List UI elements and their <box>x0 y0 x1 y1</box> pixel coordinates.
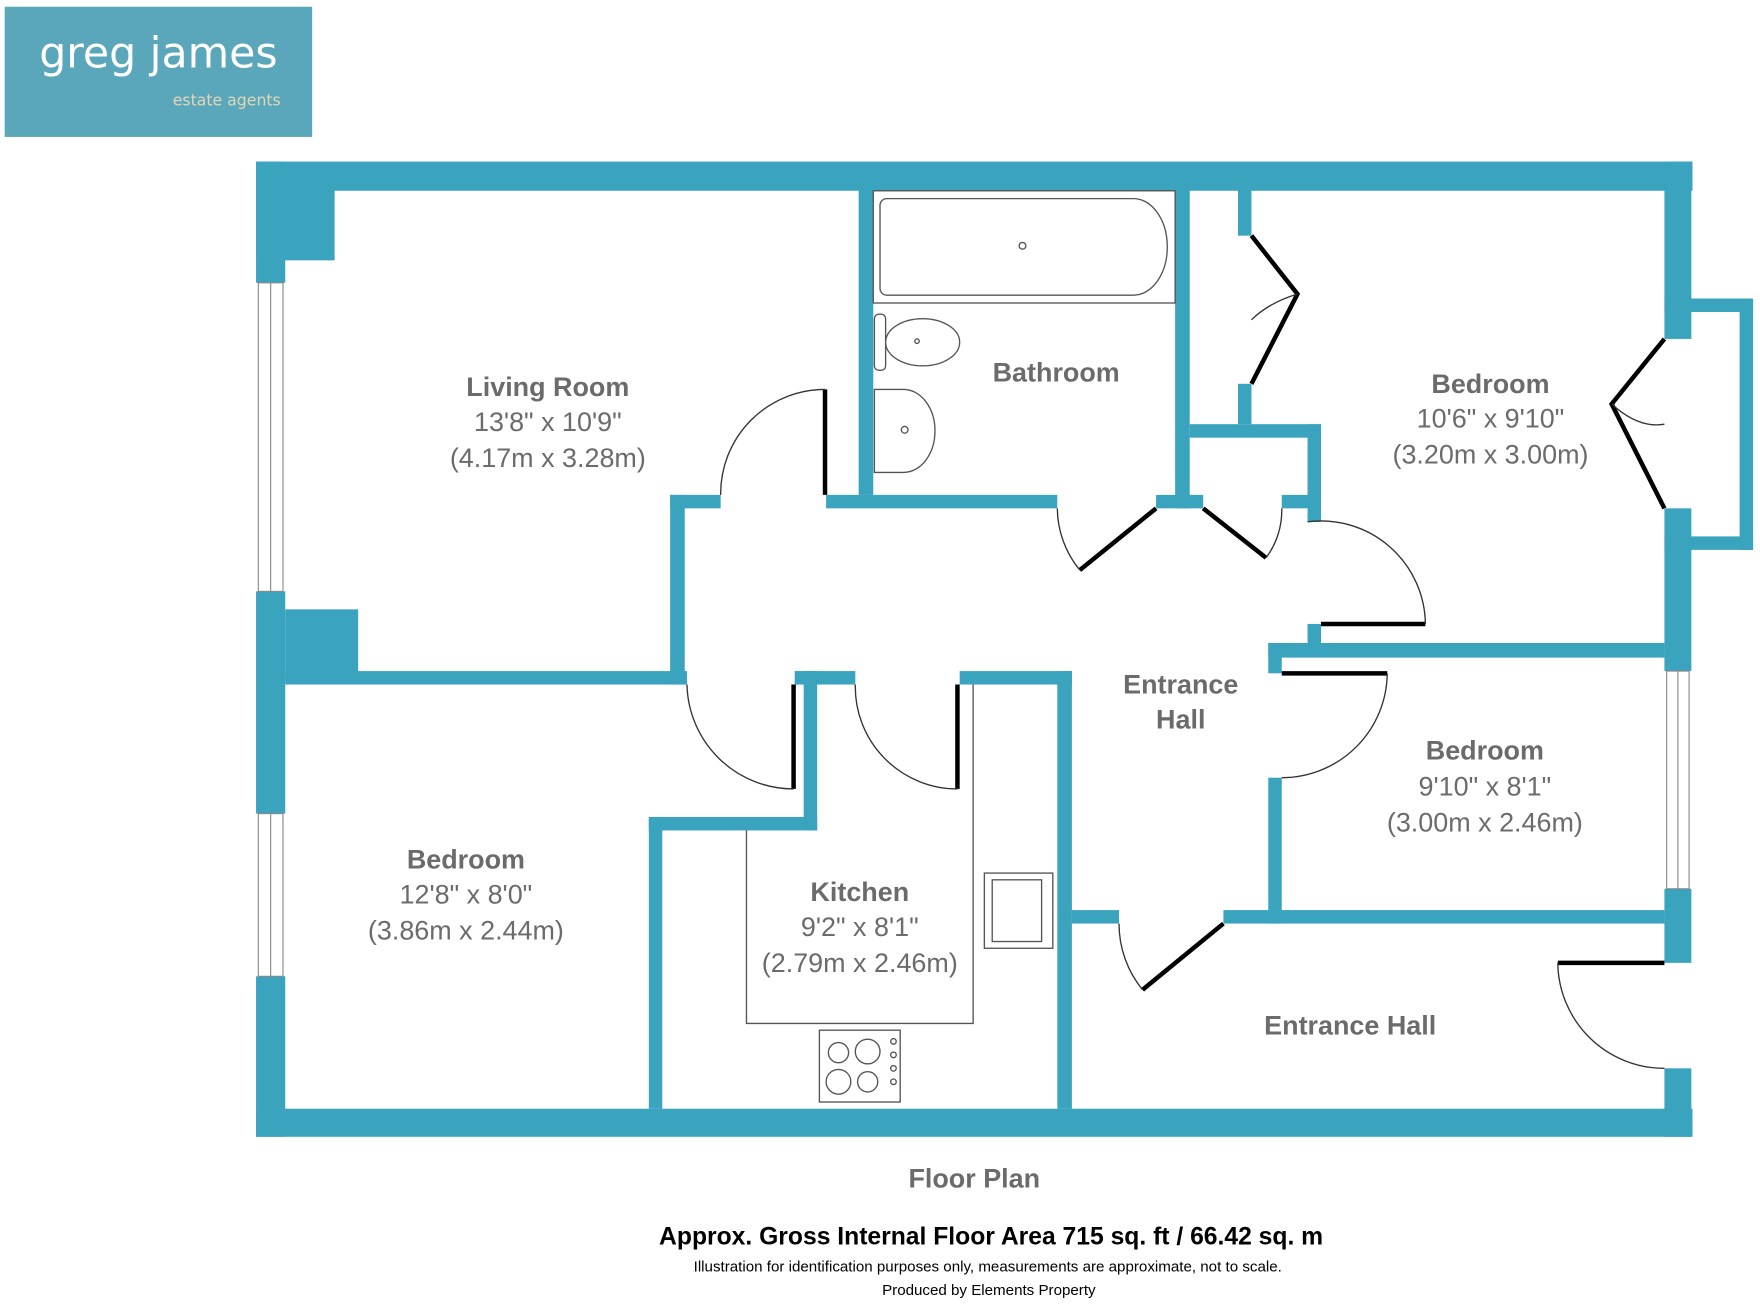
room-metric: (3.20m x 3.00m) <box>1392 439 1588 469</box>
room-imperial: 10'6" x 9'10" <box>1417 404 1565 434</box>
floor-plan-title: Floor Plan <box>908 1163 1040 1193</box>
room-imperial: 13'8" x 10'9" <box>474 407 622 437</box>
toilet <box>873 313 887 372</box>
room-name: Bedroom <box>407 845 525 875</box>
room-metric: (4.17m x 3.28m) <box>450 443 646 473</box>
room-name: Entrance Hall <box>1264 1011 1436 1041</box>
footer: Floor Plan Approx. Gross Internal Floor … <box>659 1163 1323 1299</box>
credit: Produced by Elements Property <box>882 1282 1096 1299</box>
room-imperial: 12'8" x 8'0" <box>400 879 533 909</box>
room-metric: (2.79m x 2.46m) <box>762 948 958 978</box>
room-name: Kitchen <box>810 877 909 907</box>
room-name: Bedroom <box>1426 736 1544 766</box>
room-labels: Living Room 13'8" x 10'9" (4.17m x 3.28m… <box>368 358 1589 1041</box>
logo-name: greg james <box>39 28 277 78</box>
room-name: Living Room <box>466 372 629 402</box>
walls <box>256 161 1754 1137</box>
room-metric: (3.86m x 2.44m) <box>368 915 564 945</box>
kitchen-counter <box>745 684 974 1025</box>
room-name: Bathroom <box>993 358 1120 388</box>
room-name: Entrance <box>1123 670 1238 700</box>
room-name-line2: Hall <box>1156 704 1205 734</box>
room-imperial: 9'2" x 8'1" <box>801 912 919 942</box>
fixtures <box>745 190 1176 1103</box>
logo: greg james estate agents <box>4 6 313 137</box>
room-imperial: 9'10" x 8'1" <box>1419 772 1552 802</box>
logo-tagline: estate agents <box>173 90 281 109</box>
room-metric: (3.00m x 2.46m) <box>1387 808 1583 838</box>
windows <box>257 282 1690 977</box>
floor-area: Approx. Gross Internal Floor Area 715 sq… <box>659 1224 1323 1251</box>
disclaimer: Illustration for identification purposes… <box>694 1258 1282 1275</box>
room-name: Bedroom <box>1431 369 1549 399</box>
doors <box>686 234 1667 1070</box>
